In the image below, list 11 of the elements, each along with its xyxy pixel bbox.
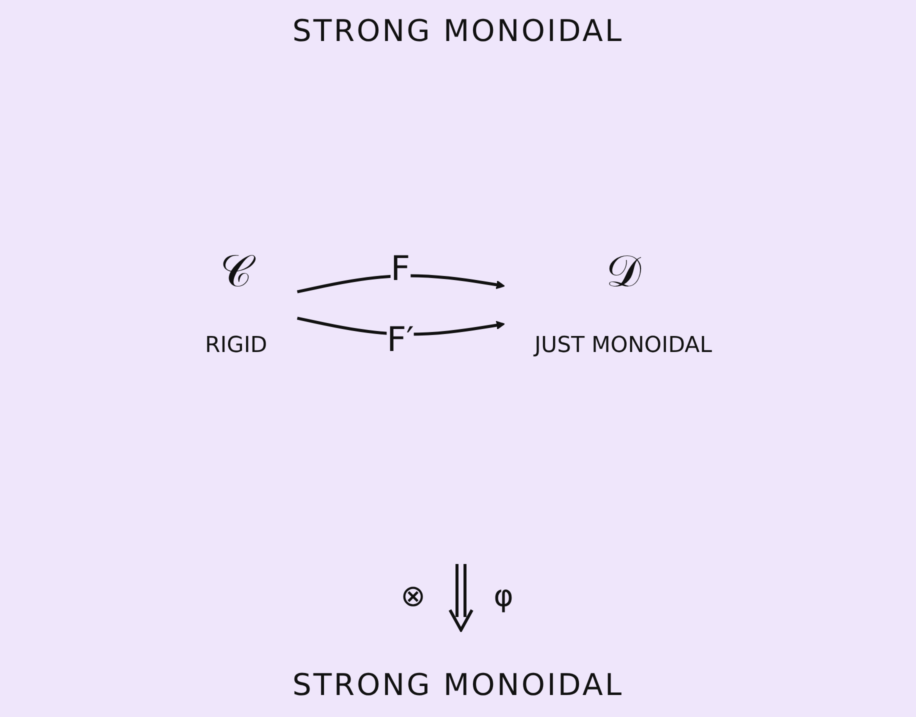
phi-symbol: φ bbox=[494, 579, 516, 614]
node-label: RIGID bbox=[204, 333, 267, 358]
node-label: JUST MONOIDAL bbox=[534, 333, 712, 358]
edge-label: F bbox=[390, 249, 410, 290]
note-text: STRONG MONOIDAL bbox=[292, 668, 624, 703]
node-text: 𝒟 bbox=[605, 246, 640, 298]
tensor-symbol: ⊗ bbox=[400, 579, 428, 614]
arrow bbox=[296, 274, 504, 294]
arrow bbox=[296, 317, 504, 336]
edge-label: F′ bbox=[386, 320, 414, 360]
note-text: STRONG MONOIDAL bbox=[292, 14, 624, 49]
